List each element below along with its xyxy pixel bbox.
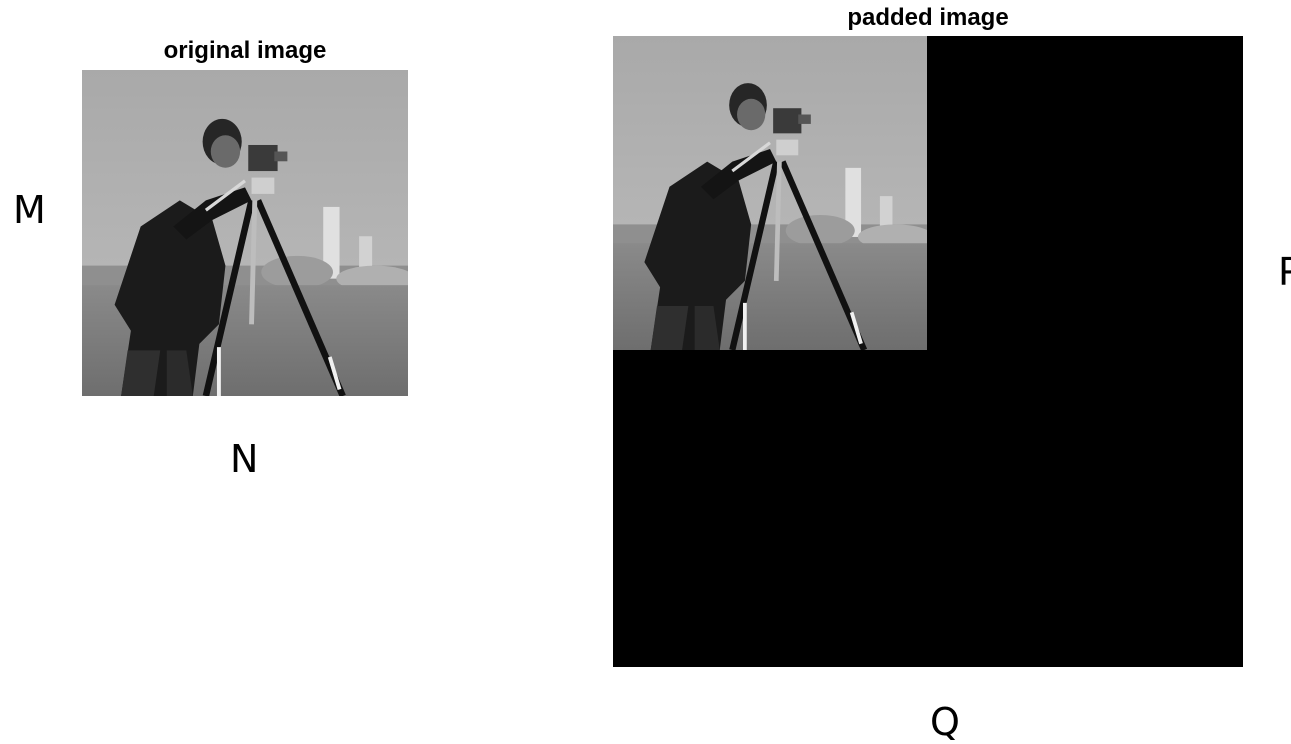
cameraman-photo-original xyxy=(82,70,408,396)
original-image-title: original image xyxy=(82,37,408,65)
padded-rows-label: P xyxy=(1278,250,1291,294)
padded-cols-label: Q xyxy=(930,700,960,744)
padded-image xyxy=(613,36,1243,667)
padded-image-title: padded image xyxy=(613,4,1243,32)
cameraman-photo-padded xyxy=(613,36,927,350)
original-cols-label: N xyxy=(230,437,258,481)
original-rows-label: M xyxy=(13,188,46,232)
padded-image-content xyxy=(613,36,927,350)
original-image xyxy=(82,70,408,396)
